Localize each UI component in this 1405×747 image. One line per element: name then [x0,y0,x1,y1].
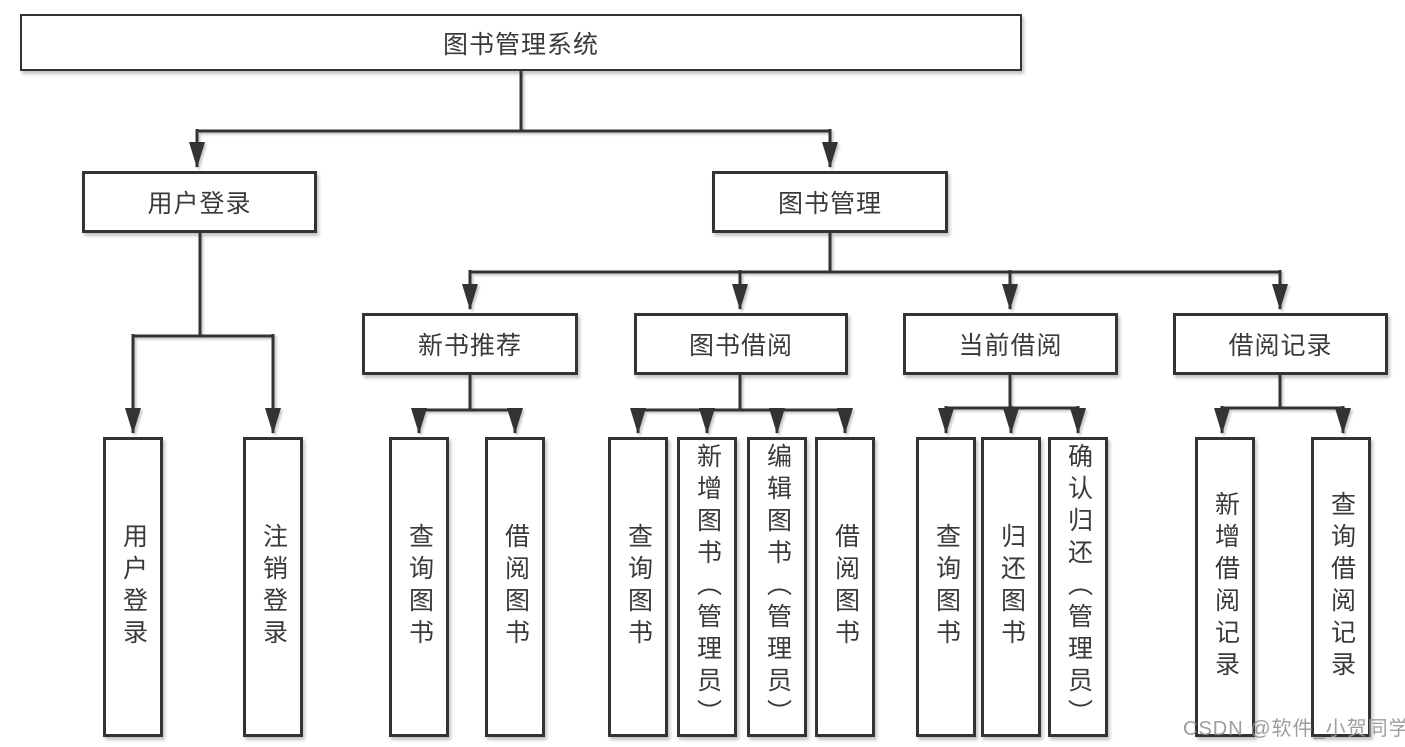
node-label: 借阅记录 [1228,332,1333,360]
node-label: 查询图书 [624,523,653,651]
node-current-borrowing: 当前借阅 [903,313,1118,375]
node-book-borrowing: 图书借阅 [634,313,848,375]
node-label: 图书管理 [777,190,882,218]
leaf-edit-books-admin: 编辑图书（管理员） [747,437,807,737]
node-label: 新书推荐 [417,332,522,360]
leaf-borrow-books: 借阅图书 [485,437,545,737]
node-label: 图书管理系统 [442,30,599,59]
leaf-add-books-admin: 新增图书（管理员） [677,437,737,737]
node-label: 注销登录 [259,523,288,651]
node-label: 编辑图书（管理员） [763,443,792,731]
node-label: 查询借阅记录 [1327,491,1356,683]
node-user-login: 用户登录 [82,171,317,233]
leaf-query-books: 查询图书 [389,437,449,737]
node-label: 新增图书（管理员） [693,443,722,731]
node-label: 查询图书 [405,523,434,651]
node-label: 当前借阅 [958,332,1063,360]
node-label: 归还图书 [997,523,1026,651]
csdn-watermark: CSDN @软件_小贺同学 [1183,718,1405,740]
node-label: 确认归还（管理员） [1064,443,1093,731]
node-library-management-system: 图书管理系统 [20,14,1022,71]
node-label: 新增借阅记录 [1211,491,1240,683]
leaf-return-books: 归还图书 [981,437,1041,737]
node-label: 查询图书 [932,523,961,651]
leaf-query-books: 查询图书 [916,437,976,737]
node-borrowing-records: 借阅记录 [1173,313,1388,375]
leaf-query-books: 查询图书 [608,437,668,737]
node-new-book-recommendation: 新书推荐 [362,313,578,375]
node-label: 用户登录 [119,523,148,651]
node-label: 借阅图书 [501,523,530,651]
leaf-borrow-books: 借阅图书 [815,437,875,737]
leaf-logout: 注销登录 [243,437,303,737]
node-label: 图书借阅 [688,332,793,360]
leaf-confirm-return-admin: 确认归还（管理员） [1048,437,1108,737]
node-label: 借阅图书 [831,523,860,651]
leaf-add-borrow-record: 新增借阅记录 [1195,437,1255,737]
node-label: 用户登录 [147,190,252,218]
leaf-query-borrow-record: 查询借阅记录 [1311,437,1371,737]
node-book-management: 图书管理 [712,171,948,233]
leaf-user-login: 用户登录 [103,437,163,737]
